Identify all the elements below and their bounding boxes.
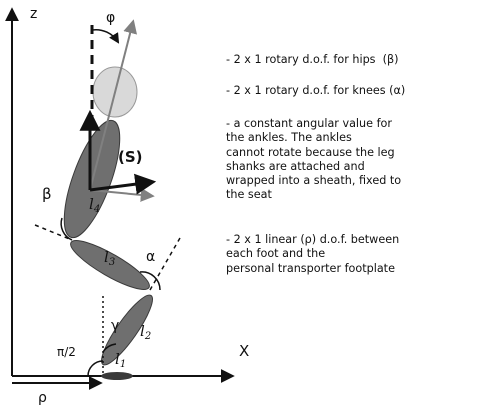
foot-segment — [101, 372, 133, 380]
shank-segment — [101, 294, 153, 366]
tilted-z-axis — [89, 19, 138, 191]
l2-label: l2 — [140, 322, 151, 342]
beta-label: β — [42, 185, 52, 203]
svg-text:l2: l2 — [140, 322, 151, 342]
l1-label: l1 — [115, 350, 126, 370]
frame-s-label: (S) — [118, 148, 143, 166]
alpha-arc — [139, 271, 161, 291]
gamma-arc — [102, 343, 117, 353]
x-axis-label: X — [239, 342, 249, 360]
beta-arc — [60, 217, 73, 241]
tilted-x-axis — [89, 187, 155, 202]
phi-label: φ — [106, 10, 115, 26]
frame-s-x-arrow — [89, 173, 157, 195]
right-angle-label: π/2 — [57, 345, 76, 359]
phi-arc — [91, 28, 120, 44]
dof-description: - 2 x 1 rotary d.o.f. for hips (β) - 2 x… — [226, 0, 480, 411]
svg-text:l3: l3 — [104, 248, 115, 268]
svg-text:l4: l4 — [89, 195, 100, 215]
right-angle-arc — [87, 360, 104, 377]
svg-text:l1: l1 — [115, 350, 126, 370]
knee-reference-line — [149, 237, 181, 291]
alpha-label: α — [146, 249, 155, 265]
z-axis-label: z — [30, 6, 37, 22]
gamma-label: γ — [111, 318, 119, 334]
note-hips: - 2 x 1 rotary d.o.f. for hips (β) — [226, 53, 399, 66]
l3-label: l3 — [104, 248, 115, 268]
note-knees: - 2 x 1 rotary d.o.f. for knees (α) — [226, 84, 406, 97]
rho-label: ρ — [38, 390, 47, 406]
l4-label: l4 — [89, 195, 100, 215]
note-footplate: - 2 x 1 linear (ρ) d.o.f. between each f… — [226, 233, 400, 275]
note-ankles: - a constant angular value for the ankle… — [226, 117, 402, 202]
hip-reference-line — [34, 224, 73, 241]
thigh-segment — [70, 240, 150, 290]
